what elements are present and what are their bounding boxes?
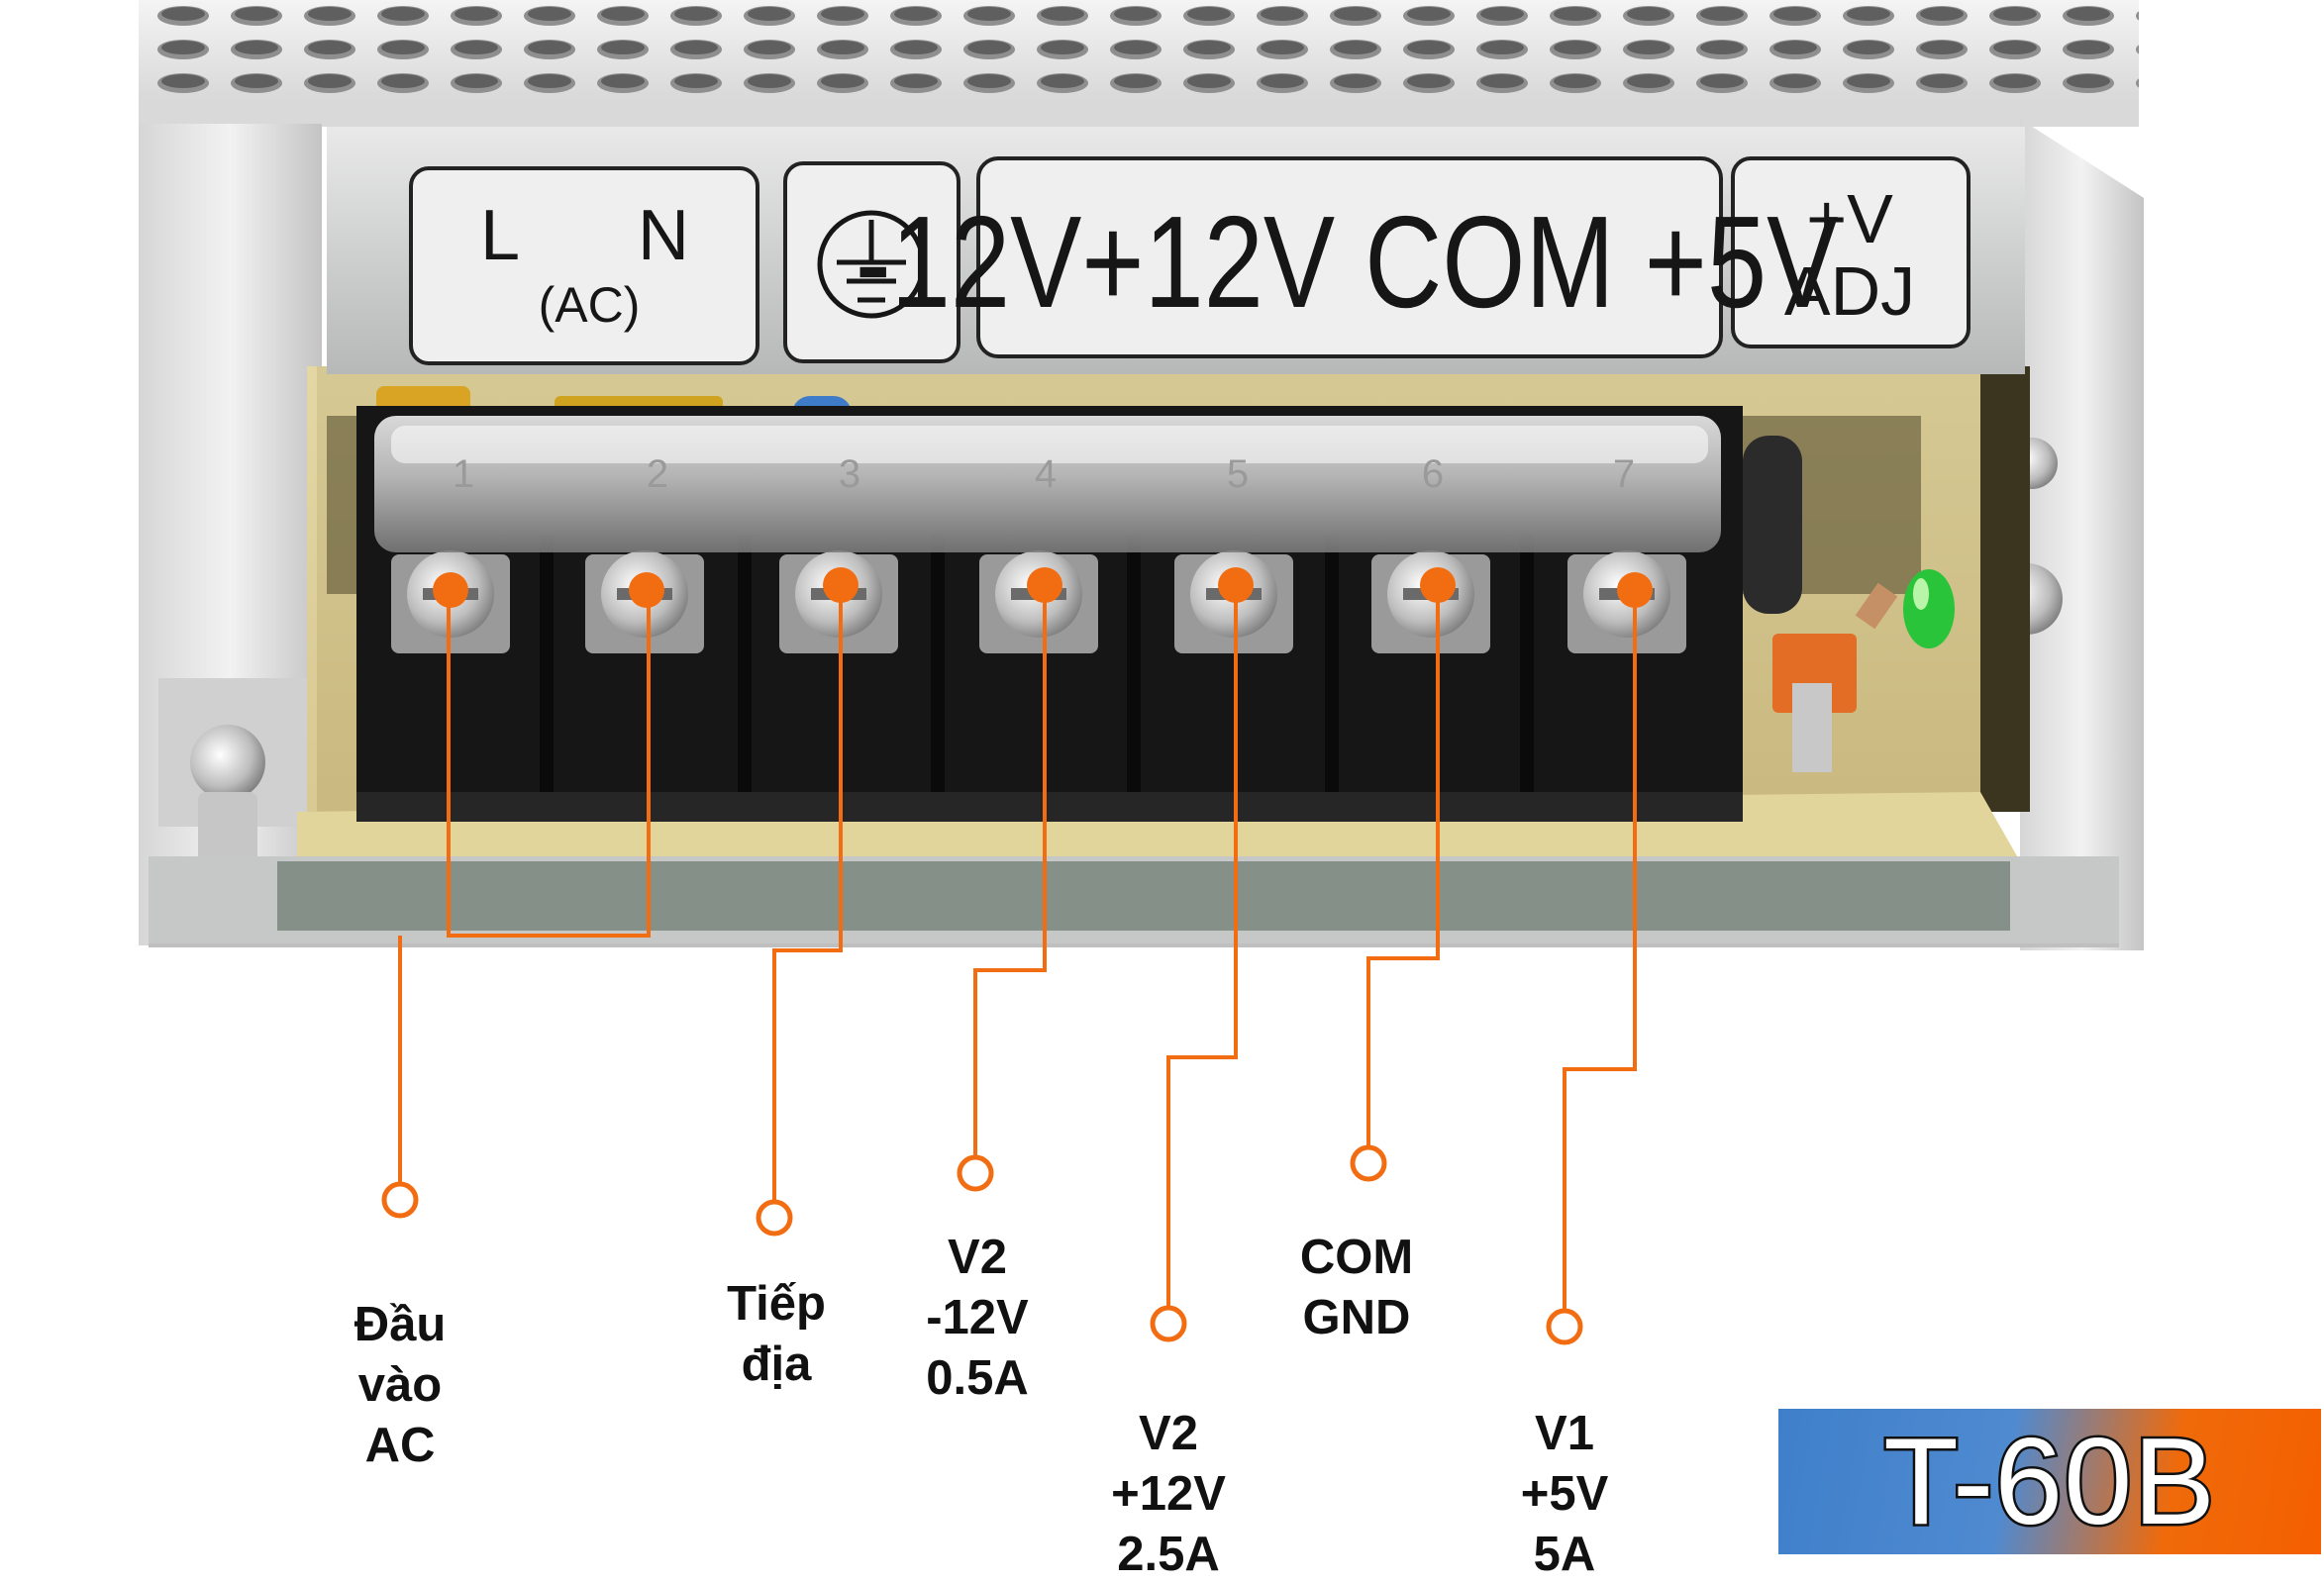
terminal-number: 7 [1613, 452, 1635, 496]
callout-lines [398, 590, 1637, 1327]
callout-label-v2-pos12: V2 +12V 2.5A [1111, 1407, 1226, 1581]
vent-holes [139, 0, 2139, 99]
model-badge: T-60B [1778, 1409, 2321, 1554]
callout-line-ground [772, 590, 843, 1218]
electrolytic-capacitor [1743, 436, 1802, 614]
terminal-number: 2 [647, 452, 668, 496]
callout-line-5v [1563, 590, 1637, 1327]
terminal-dot [1027, 567, 1062, 603]
terminal-dot [1617, 572, 1653, 608]
label-text: L N (AC) -12V+12V COM +5V +V ADJ [480, 180, 1915, 335]
label-ac: (AC) [539, 277, 641, 333]
terminal-number: 3 [839, 452, 860, 496]
terminal-dot [1420, 567, 1456, 603]
terminal-dot [1218, 567, 1254, 603]
terminal-dot [823, 567, 859, 603]
terminal-dots [433, 567, 1653, 608]
callout-label-com-gnd: COM GND [1299, 1231, 1414, 1344]
label-outputs: -12V+12V COM +5V [856, 189, 1839, 336]
callout-line-pos12 [1166, 590, 1238, 1324]
callout-end-markers [381, 1144, 1583, 1345]
callout-label-ac-input: Đầu vào AC [354, 1298, 447, 1472]
callout-end-marker [1350, 1144, 1387, 1182]
led-green [1903, 569, 1955, 648]
callout-label-v1-5v: V1 +5V 5A [1520, 1407, 1609, 1581]
callout-line-ac [447, 590, 651, 938]
label-adj-bottom: ADJ [1784, 252, 1915, 330]
label-n: N [638, 196, 689, 275]
callout-line-neg12 [973, 590, 1047, 1173]
label-boxes [409, 156, 1970, 365]
terminal-dot [433, 572, 468, 608]
label-adj-top: +V [1806, 180, 1893, 257]
callout-end-marker [1546, 1308, 1583, 1345]
callout-end-marker [957, 1154, 994, 1192]
terminal-number: 5 [1227, 452, 1249, 496]
callout-end-marker [1150, 1305, 1187, 1342]
terminal-numbers: 1 2 3 4 5 6 7 [453, 452, 1635, 496]
callout-end-marker [381, 1181, 419, 1219]
callout-line-com [1366, 590, 1440, 1163]
callout-label-ground: Tiếp địa [727, 1277, 826, 1391]
terminal-number: 6 [1422, 452, 1444, 496]
callout-label-v2-neg12: V2 -12V 0.5A [926, 1231, 1029, 1405]
right-side-panel [2020, 119, 2144, 950]
terminal-number: 1 [453, 452, 474, 496]
label-l: L [480, 196, 520, 275]
model-name: T-60B [1881, 1411, 2218, 1552]
terminal-dot [629, 572, 664, 608]
earth-ground-icon [817, 210, 926, 319]
resistor [1855, 582, 1898, 630]
callout-end-marker [756, 1199, 793, 1237]
terminal-number: 4 [1035, 452, 1057, 496]
